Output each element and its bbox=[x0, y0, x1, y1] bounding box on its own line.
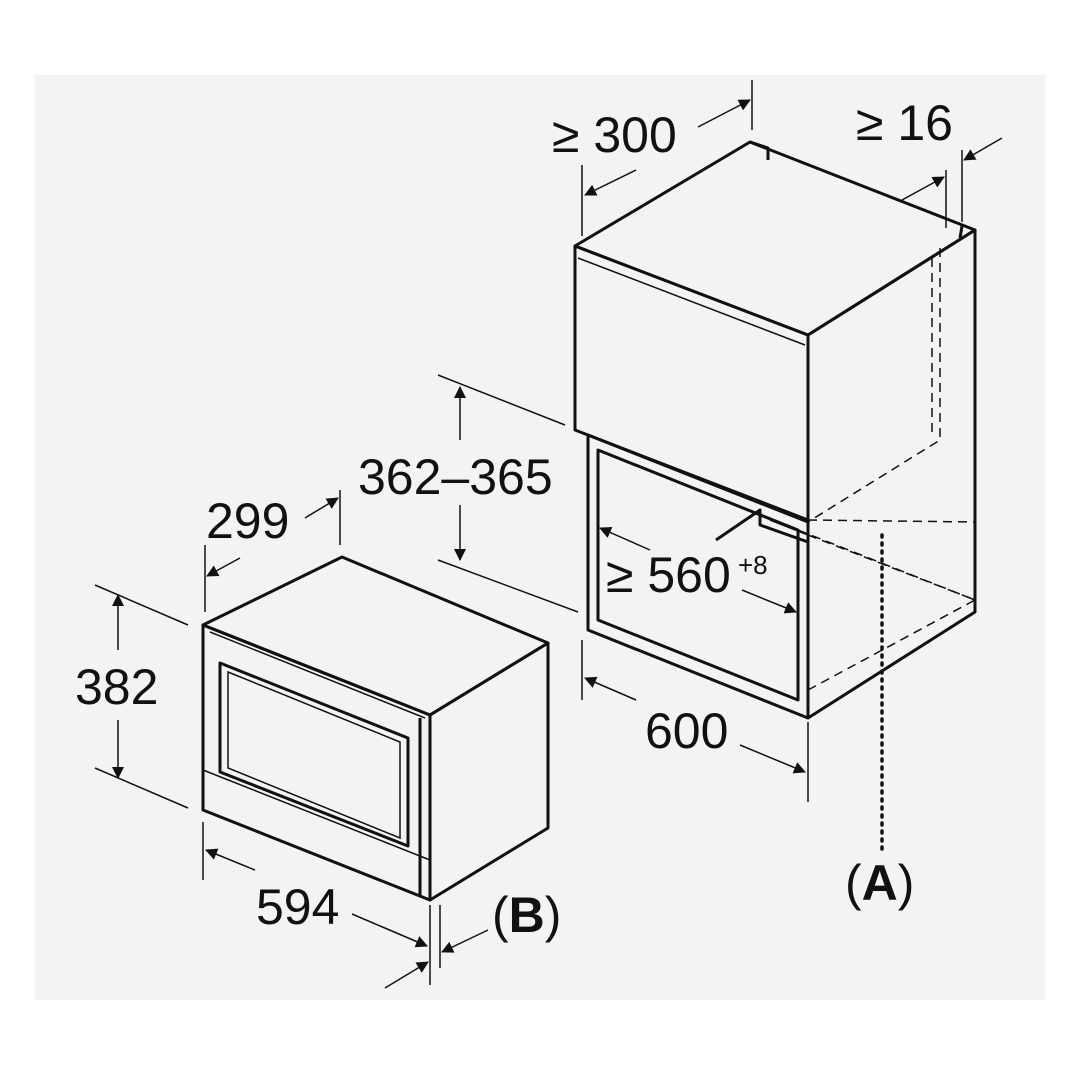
label-appliance-depth: 299 bbox=[206, 493, 289, 549]
label-appliance-height: 382 bbox=[75, 659, 158, 715]
appliance-right-side bbox=[428, 641, 550, 902]
dim-16-arrow-right bbox=[963, 137, 1003, 161]
dim-b-arrow-left bbox=[384, 961, 429, 989]
cabinet-shelf-edge bbox=[769, 519, 809, 536]
dim-594-arrow-left bbox=[205, 848, 256, 871]
dim-600-arrow-right bbox=[739, 744, 806, 774]
label-cabinet-width: 600 bbox=[645, 703, 728, 759]
cabinet-niche-inner bbox=[596, 448, 800, 702]
appliance-drawing bbox=[201, 555, 550, 902]
cabinet-hidden-back bbox=[807, 248, 941, 523]
dim-600-arrow-left bbox=[584, 676, 637, 701]
dim-299-arrow-left bbox=[206, 557, 241, 577]
dim-382-extension-top bbox=[94, 584, 189, 626]
cabinet-right-side bbox=[807, 228, 977, 720]
appliance-front-frame bbox=[201, 623, 432, 902]
dim-560-arrow-right bbox=[741, 589, 797, 614]
cabinet-hidden-floor-front bbox=[797, 529, 976, 601]
appliance-top-face bbox=[201, 555, 550, 717]
dim-16-arrow-left bbox=[901, 176, 945, 201]
label-cabinet-depth: ≥ 300 bbox=[552, 107, 677, 163]
cabinet-hidden-shelf bbox=[807, 519, 976, 523]
dim-594-arrow-right bbox=[351, 913, 428, 948]
cabinet-shelf-bracket bbox=[715, 508, 809, 544]
label-reference-b: (B) bbox=[492, 887, 561, 943]
dim-560-arrow-left bbox=[599, 526, 651, 551]
cabinet-hidden-floor-back bbox=[807, 534, 976, 601]
dimension-labels: ≥ 300 ≥ 16 362–365 ≥ 560 +8 600 299 382 … bbox=[75, 95, 953, 943]
cabinet-upper-edge bbox=[577, 257, 806, 346]
cabinet-dimensions bbox=[437, 80, 1003, 802]
cabinet-niche-frame bbox=[586, 433, 810, 720]
label-niche-width-tolerance: +8 bbox=[738, 550, 768, 580]
dim-300-arrow-right bbox=[697, 99, 751, 128]
cabinet-drawing bbox=[573, 140, 977, 852]
dim-300-arrow-left bbox=[584, 169, 637, 196]
dim-382-extension-bottom bbox=[94, 767, 189, 809]
cabinet-top-notch bbox=[749, 140, 770, 160]
dim-362-extension-bottom bbox=[437, 559, 579, 613]
dim-b-arrow-right bbox=[441, 929, 489, 953]
appliance-door-window-inner bbox=[227, 670, 401, 840]
dim-362-extension-top bbox=[437, 374, 566, 426]
appliance-door-window bbox=[218, 661, 410, 848]
label-appliance-width: 594 bbox=[256, 879, 339, 935]
appliance-front-top-edge bbox=[209, 631, 426, 719]
cabinet-back-edge bbox=[958, 225, 964, 239]
dim-299-arrow-right bbox=[304, 497, 339, 519]
appliance-dimensions bbox=[94, 490, 489, 989]
cabinet-upper-front bbox=[573, 244, 810, 522]
appliance-control-strip bbox=[202, 769, 431, 861]
label-niche-height: 362–365 bbox=[358, 449, 553, 505]
label-panel-gap: ≥ 16 bbox=[856, 95, 953, 151]
label-reference-a: (A) bbox=[845, 855, 914, 911]
label-niche-width: ≥ 560 bbox=[606, 547, 731, 603]
cabinet-hidden-floor-right bbox=[807, 599, 976, 691]
